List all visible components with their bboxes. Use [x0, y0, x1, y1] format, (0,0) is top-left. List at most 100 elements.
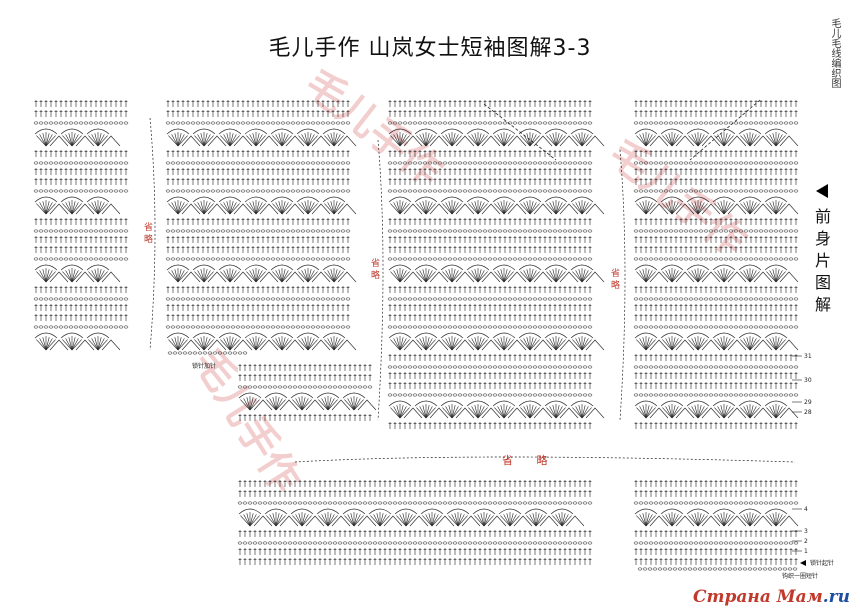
chain-row	[633, 189, 799, 193]
stitch-row	[34, 304, 128, 311]
stitch-row	[166, 218, 350, 225]
chain-row	[387, 229, 593, 233]
chain-row	[633, 393, 799, 397]
chain-row	[165, 257, 351, 261]
stitch-row	[388, 304, 592, 311]
fan-row	[34, 196, 121, 215]
omit-label: 省略	[611, 269, 621, 291]
chain-row	[165, 297, 351, 301]
site-logo: Страна Мам.ru	[693, 587, 850, 607]
stitch-row	[166, 304, 350, 311]
fan-row	[634, 264, 799, 283]
omit-dashed-curve	[619, 149, 626, 421]
chain-row	[637, 567, 798, 571]
stitch-row	[34, 314, 128, 321]
stitch-row	[388, 354, 592, 361]
fan-row	[166, 264, 357, 283]
stitch-row	[634, 422, 798, 429]
chain-row	[33, 229, 129, 233]
stitch-row	[634, 304, 798, 311]
front-panel-label: 前身片图解	[814, 207, 831, 314]
stitch-row	[634, 218, 798, 225]
row-label: 28	[804, 409, 812, 416]
stitch-row	[34, 168, 128, 175]
stitch-row	[166, 110, 350, 117]
fan-row	[634, 128, 799, 147]
stitch-row	[166, 168, 350, 175]
row-label: 2	[804, 538, 808, 545]
stitch-row	[388, 168, 592, 175]
chain-row	[387, 325, 593, 329]
stitch-row	[634, 236, 798, 243]
diagram-title: 毛儿手作 山岚女士短袖图解3-3	[268, 36, 592, 61]
fan-row	[166, 196, 357, 215]
stitch-row	[34, 110, 128, 117]
stitch-row	[634, 100, 798, 107]
stitch-row	[388, 100, 592, 107]
omit-dashed-curve	[294, 456, 796, 463]
row-label: 1	[804, 548, 808, 555]
chain-row	[165, 229, 351, 233]
fan-row	[388, 400, 605, 419]
stitch-row	[34, 236, 128, 243]
stitch-row	[388, 286, 592, 293]
stitch-row	[634, 490, 798, 497]
stitch-row	[634, 354, 798, 361]
fan-row	[388, 332, 605, 351]
stitch-row	[238, 480, 592, 487]
stitch-row	[238, 374, 372, 381]
stitch-row	[238, 364, 372, 371]
chain-row	[633, 229, 799, 233]
omit-dashed-curve	[377, 139, 384, 421]
chain-row	[387, 121, 593, 125]
stitch-row	[388, 372, 592, 379]
stitch-row	[238, 530, 592, 537]
row-label: 3	[804, 528, 808, 535]
omit-dashed-curve	[149, 117, 156, 351]
chain-row	[633, 257, 799, 261]
start-note: 锁针起针	[810, 560, 835, 567]
shoulder-slope-line	[689, 99, 761, 161]
fan-row	[634, 332, 799, 351]
chain-row	[33, 257, 129, 261]
stitch-row	[634, 286, 798, 293]
decrease-note: 锁针加针	[192, 363, 217, 370]
stitch-row	[238, 414, 372, 421]
fan-row	[166, 332, 357, 351]
fan-row	[34, 332, 121, 351]
chain-row	[387, 365, 593, 369]
stitch-row	[634, 558, 798, 565]
stitch-row	[388, 314, 592, 321]
stitch-row	[634, 548, 798, 555]
chain-row	[165, 189, 351, 193]
stitch-row	[166, 100, 350, 107]
chain-row	[633, 541, 799, 545]
stitch-row	[388, 382, 592, 389]
chain-row	[33, 121, 129, 125]
chain-row	[387, 393, 593, 397]
fan-row	[388, 264, 605, 283]
chain-row	[387, 189, 593, 193]
fan-row	[238, 392, 377, 411]
chain-row	[165, 161, 351, 165]
stitch-row	[238, 490, 592, 497]
stitch-row	[634, 246, 798, 253]
site-logo-name: Страна Мам	[693, 587, 823, 607]
stitch-row	[166, 286, 350, 293]
start-arrow-icon	[800, 560, 806, 566]
chain-row	[237, 501, 593, 505]
chain-row	[633, 501, 799, 505]
chain-row	[633, 121, 799, 125]
fan-row	[634, 508, 799, 527]
shoulder-slope-line	[483, 103, 557, 161]
omit-label-horizontal: 省 略	[502, 454, 558, 467]
stitch-row	[634, 372, 798, 379]
stitch-row	[34, 286, 128, 293]
stitch-row	[388, 110, 592, 117]
stitch-row	[388, 246, 592, 253]
stitch-row	[388, 150, 592, 157]
chain-row	[633, 325, 799, 329]
chain-row	[165, 325, 351, 329]
stitch-row	[166, 314, 350, 321]
stitch-row	[238, 548, 592, 555]
